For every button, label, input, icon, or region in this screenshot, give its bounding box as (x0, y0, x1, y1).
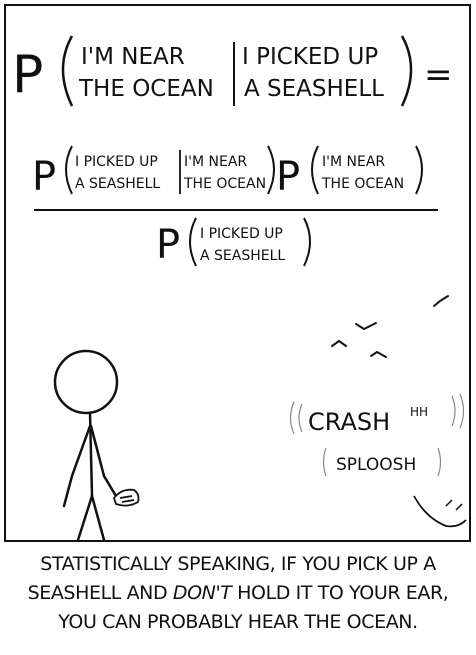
figure-right-arm (89, 424, 118, 498)
term1-a-line1: I PICKED UP (75, 154, 158, 170)
seagull-icon (355, 322, 377, 331)
right-paren (415, 145, 423, 195)
event-a-line1: I'M NEAR (81, 44, 185, 70)
denominator-line2: A SEASHELL (200, 248, 285, 264)
term1-a-line2: A SEASHELL (75, 176, 160, 192)
comic-panel: P I'M NEAR THE OCEAN I PICKED UP A SEASH… (4, 4, 471, 542)
left-paren (311, 145, 319, 195)
comic-drawing: P I'M NEAR THE OCEAN I PICKED UP A SEASH… (12, 35, 467, 540)
seagull-icon (331, 339, 347, 347)
seagull-icon (370, 350, 387, 358)
formula-numerator: P I PICKED UP A SEASHELL I'M NEAR THE OC… (32, 145, 423, 200)
term1-b-line1: I'M NEAR (184, 154, 247, 170)
right-paren (303, 217, 311, 267)
caption-line-1: STATISTICALLY SPEAKING, IF YOU PICK UP A (40, 553, 436, 575)
p-symbol: P (276, 154, 300, 200)
equals-sign: = (424, 55, 453, 95)
figure-left-leg (76, 494, 94, 540)
caption-line-2-end: HOLD IT TO YOUR EAR, (231, 582, 449, 604)
left-paren (61, 35, 74, 107)
event-a-line2: THE OCEAN (78, 76, 214, 102)
sploosh-text: SPLOOSH (336, 455, 416, 475)
caption-line-2-start: SEASHELL AND (27, 582, 173, 604)
left-paren (65, 145, 73, 195)
right-paren (400, 35, 413, 107)
caption-line-2: SEASHELL AND DON'T HOLD IT TO YOUR EAR, (0, 579, 476, 608)
figure-right-leg (90, 494, 106, 540)
event-b-line1: I PICKED UP (242, 44, 378, 70)
seagulls (331, 295, 449, 358)
figure-head (53, 349, 119, 415)
splash-marks (445, 499, 463, 511)
caption-emphasis: DON'T (172, 582, 232, 604)
p-symbol: P (12, 45, 43, 105)
p-symbol: P (156, 222, 180, 268)
wave-line (413, 495, 467, 528)
term2-line1: I'M NEAR (322, 154, 385, 170)
seashell-icon (112, 488, 140, 507)
wave-sound-effects: CRASH HH SPLOOSH (289, 393, 467, 528)
formula-lhs: P I'M NEAR THE OCEAN I PICKED UP A SEASH… (12, 35, 453, 107)
stick-figure (53, 349, 119, 540)
denominator-line1: I PICKED UP (200, 226, 283, 242)
event-b-line2: A SEASHELL (244, 76, 384, 102)
p-symbol: P (32, 154, 56, 200)
crash-tail-text: HH (410, 405, 428, 419)
term1-b-line2: THE OCEAN (183, 176, 266, 192)
seagull-icon (433, 295, 449, 307)
sound-lines (289, 393, 465, 477)
figure-left-arm (62, 424, 92, 508)
term2-line2: THE OCEAN (321, 176, 404, 192)
right-paren (267, 145, 275, 195)
left-paren (189, 217, 197, 267)
crash-text: CRASH (308, 408, 390, 436)
formula-denominator: P I PICKED UP A SEASHELL (156, 217, 311, 268)
comic-caption: STATISTICALLY SPEAKING, IF YOU PICK UP A… (0, 550, 476, 637)
caption-line-3: YOU CAN PROBABLY HEAR THE OCEAN. (58, 611, 418, 633)
